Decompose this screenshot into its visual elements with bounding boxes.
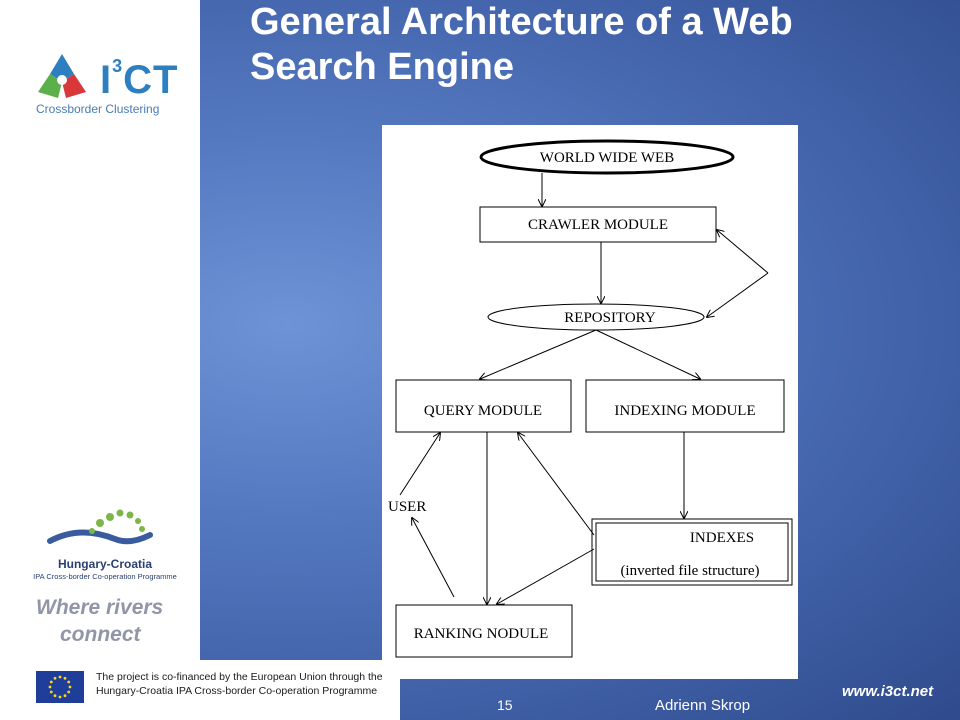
program-subtitle: IPA Cross-border Co-operation Programme: [33, 572, 177, 581]
i3ct-tagline: Crossborder Clustering: [36, 102, 160, 116]
node-world-wide-web: [479, 139, 735, 175]
label-crawler-module: CRAWLER MODULE: [528, 217, 668, 233]
label-repository: REPOSITORY: [564, 310, 656, 326]
website-url: www.i3ct.net: [842, 683, 934, 700]
eu-flag-icon: [36, 671, 84, 703]
edge-user-to-query: [399, 433, 440, 496]
page-number: 15: [497, 697, 513, 713]
node-query-module: [395, 379, 572, 433]
label-world-wide-web: WORLD WIDE WEB: [540, 150, 674, 166]
slogan-line-2: connect: [60, 623, 141, 646]
cofinance-line-1: The project is co-financed by the Europe…: [96, 671, 383, 683]
slogan: Where rivers connect: [36, 594, 176, 648]
hungary-croatia-logo: Hungary-Croatia IPA Cross-border Co-oper…: [30, 505, 180, 585]
slide-title-line-2: Search Engine: [250, 46, 514, 88]
node-indexes-inner-border: [595, 522, 789, 582]
edge-repository-to-indexing: [595, 329, 700, 379]
slogan-line-1: Where rivers: [36, 596, 164, 619]
label-indexing-module: INDEXING MODULE: [614, 403, 755, 419]
node-indexes: [591, 518, 793, 586]
edge-indexes-to-ranking: [497, 548, 595, 604]
label-inverted-file-structure: (inverted file structure): [620, 563, 759, 579]
river-dots-emblem-icon: [47, 509, 153, 545]
edge-crawler-to-repository-right: [707, 272, 769, 317]
architecture-diagram-svg: WORLD WIDE WEB CRAWLER MODULE REPOSITORY…: [388, 139, 793, 658]
edge-repository-to-crawler-right: [717, 230, 769, 274]
i3ct-logo: I3CT Crossborder Clustering: [30, 52, 180, 122]
label-user: USER: [388, 499, 426, 515]
i3ct-wordmark: I3CT: [100, 56, 179, 102]
left-logo-panel: [0, 0, 200, 720]
node-indexing-module: [585, 379, 785, 433]
program-name: Hungary-Croatia: [57, 557, 152, 571]
edge-ranking-to-user: [412, 518, 455, 598]
i3ct-emblem-icon: [38, 54, 86, 98]
slide-title-line-1: General Architecture of a Web: [250, 1, 793, 43]
edge-indexes-to-query: [518, 433, 595, 536]
label-indexes: INDEXES: [690, 530, 754, 546]
label-query-module: QUERY MODULE: [424, 403, 542, 419]
cofinance-line-2: Hungary-Croatia IPA Cross-border Co-oper…: [96, 685, 378, 697]
architecture-diagram: WORLD WIDE WEB CRAWLER MODULE REPOSITORY…: [382, 125, 798, 679]
author-name: Adrienn Skrop: [655, 697, 751, 714]
node-ranking-module: [395, 604, 573, 658]
label-ranking-module: RANKING NODULE: [414, 626, 549, 642]
cofinance-notice: The project is co-financed by the Europe…: [96, 670, 396, 698]
edge-repository-to-query: [480, 329, 597, 379]
node-crawler-module: [479, 206, 717, 243]
slide-title: General Architecture of a Web Search Eng…: [250, 0, 930, 90]
